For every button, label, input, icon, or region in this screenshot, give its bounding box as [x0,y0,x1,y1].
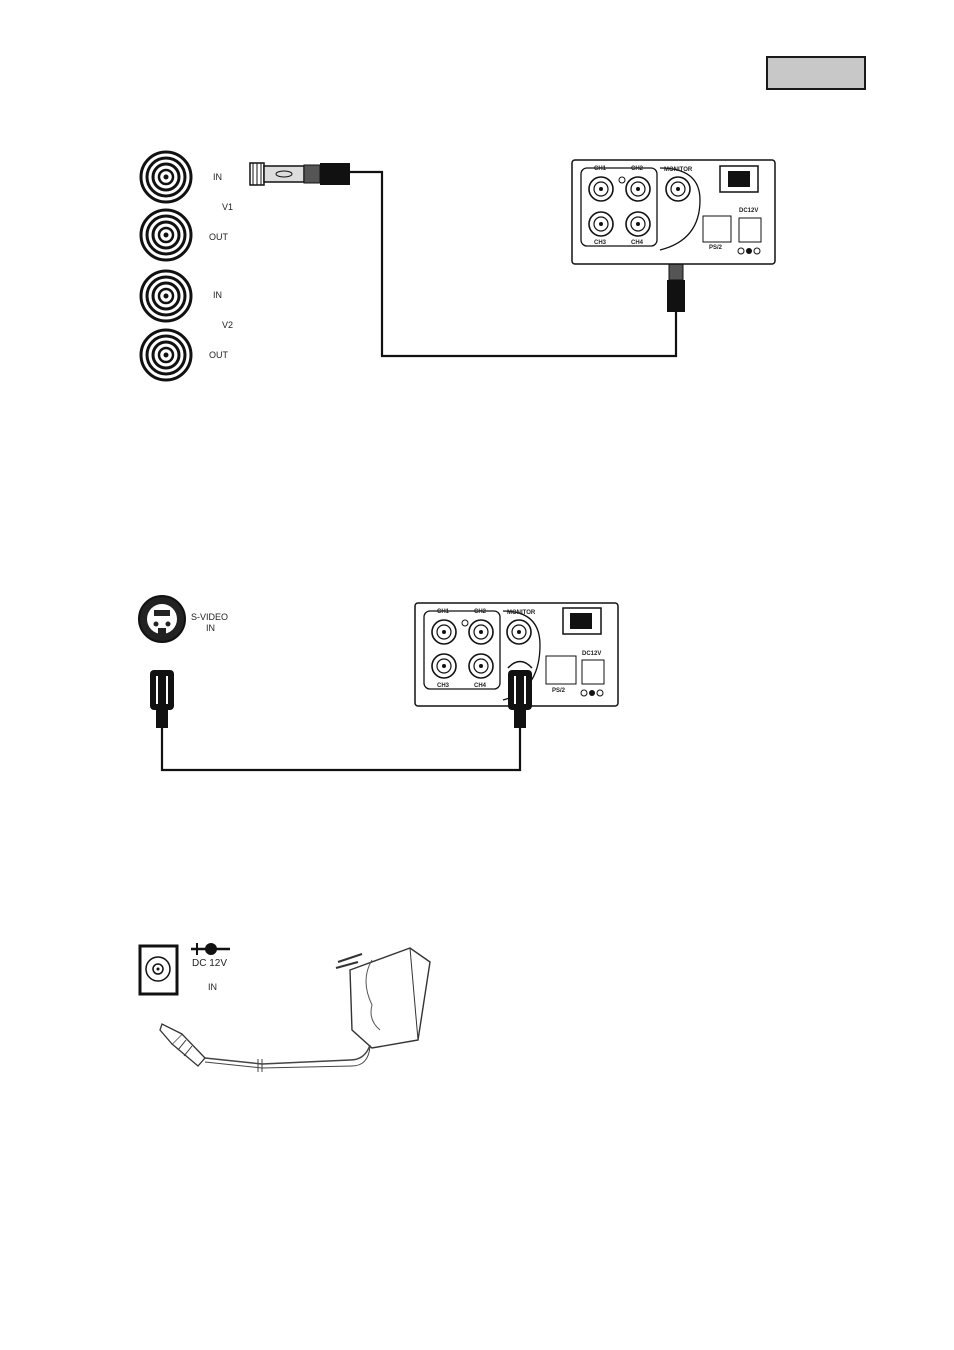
panel2-dc: DC12V [582,651,601,657]
panel1-dc: DC12V [739,208,758,214]
bnc-port-v1-in [141,152,191,202]
label-v1-out: OUT [209,232,228,242]
panel2-ch4: CH4 [474,683,486,689]
bnc-port-v2-in [141,271,191,321]
panel2-ch1: CH1 [437,609,449,615]
bnc-port-v2-out [141,330,191,380]
panel1-ch2: CH2 [631,166,643,172]
svideo-cable [162,728,520,770]
label-v1-in: IN [213,172,222,182]
label-dc-in: IN [208,982,217,992]
panel2-monitor: MONITOR [507,610,535,616]
svideo-plug-left [150,670,174,728]
label-svideo-in: IN [206,623,215,633]
dc-jack [140,946,177,994]
panel1-monitor: MONITOR [664,167,692,173]
panel1-ch3: CH3 [594,240,606,246]
panel1-ch1: CH1 [594,166,606,172]
bnc-port-v1-out [141,210,191,260]
label-v1: V1 [222,202,233,212]
panel1-ch4: CH4 [631,240,643,246]
svideo-plug-right [508,662,532,729]
label-svideo: S-VIDEO [191,612,228,622]
label-v2: V2 [222,320,233,330]
svideo-port [139,596,185,642]
label-v2-in: IN [213,290,222,300]
panel1-ps2: PS/2 [709,245,722,251]
panel2-ch3: CH3 [437,683,449,689]
label-v2-out: OUT [209,350,228,360]
panel2-ps2: PS/2 [552,688,565,694]
panel2-ch2: CH2 [474,609,486,615]
bnc-plug-left [250,163,350,185]
dc-polarity-icon [191,943,230,955]
label-dc-12v: DC 12V [192,958,227,969]
